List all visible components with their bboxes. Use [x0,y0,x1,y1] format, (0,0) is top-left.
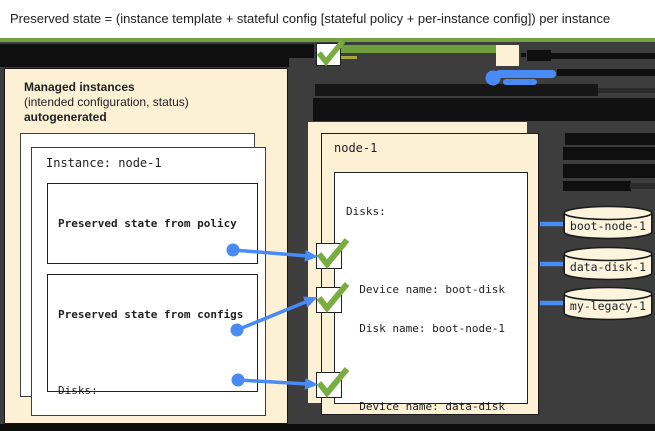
cylinder-label: my-legacy-1 [569,299,647,313]
node-device-line: Device name: boot-disk [346,283,505,296]
redacted-bar [527,50,551,61]
redacted-blue-shape [495,70,556,78]
redacted-bar [551,53,655,59]
disk-cylinder-legacy [563,286,653,321]
instance-title: Instance: node-1 [46,156,162,170]
node-disk-value: boot-node-1 [432,322,505,335]
redacted-bar [313,98,655,121]
redacted-bar [521,53,526,57]
checkbox [316,243,342,269]
redacted-bar [557,69,655,76]
node-disk-line: Disk name: boot-node-1 [346,322,505,335]
redacted-bar [563,147,655,160]
redacted-bar [0,57,289,67]
title-bar [0,0,655,38]
node-title: node-1 [334,141,378,155]
cylinder-label: data-disk-1 [569,260,647,274]
cream-square [496,45,519,66]
preserved-state-policy-box: Preserved state from policy Disks: Devic… [47,183,258,386]
left-panel-heading: Managed instances (intended configuratio… [24,80,189,125]
checkbox [316,43,341,66]
disk-cylinder-data [563,246,653,281]
policy-box-title: Preserved state from policy [58,217,237,230]
redacted-bar [0,44,314,58]
redacted-bar [563,164,655,178]
green-arrow-bar [331,45,496,53]
bottom-strip [0,424,655,431]
cylinder-label: boot-node-1 [569,219,647,233]
title-text: Preserved state = (instance template + s… [10,11,611,26]
node-disks-box: Disks: Device name: boot-disk Disk name:… [334,172,528,413]
heading-intended-config: (intended configuration, status) [24,95,189,109]
disk-cylinder-boot [563,205,653,240]
redacted-bar [565,133,655,145]
checkbox [316,372,342,398]
node-disks-label: Disks: [346,205,386,218]
checkbox [316,287,342,313]
redacted-bar [598,88,655,93]
configs-box-title: Preserved state from configs [58,308,244,321]
redacted-bar [315,84,598,96]
heading-managed-instances: Managed instances [24,80,135,94]
heading-autogenerated: autogenerated [24,110,107,124]
preserved-state-configs-box: Preserved state from configs Disks: Devi… [47,274,258,431]
redacted-bar [630,183,655,189]
green-divider [0,38,655,42]
redacted-bar [563,181,631,191]
node-device-line: Device name: data-disk [346,400,505,413]
configs-disks-label: Disks: [58,384,98,397]
